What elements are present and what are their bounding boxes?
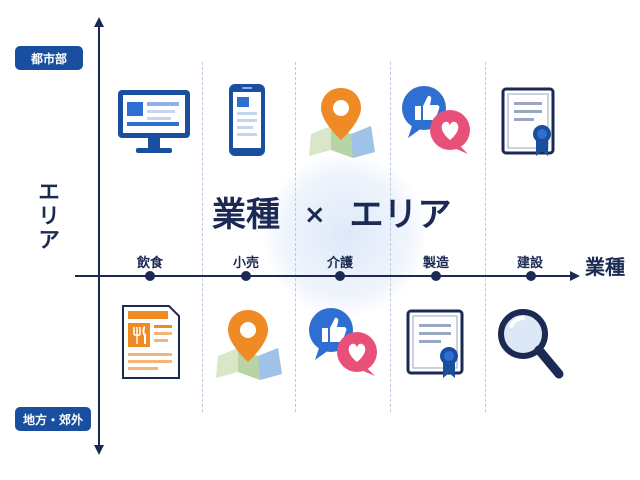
category-dot xyxy=(145,271,155,281)
category-label-seizou: 製造 xyxy=(422,256,449,271)
map-pin-icon xyxy=(309,88,375,158)
title-left: 業種 xyxy=(212,195,280,235)
x-axis-label: 業種 xyxy=(585,255,625,279)
y-top-badge: 都市部 xyxy=(15,46,83,70)
category-label-kouri: 小売 xyxy=(232,256,259,271)
category-label-kaigo: 介護 xyxy=(326,256,353,271)
like-heart-bubbles-icon xyxy=(402,86,470,154)
title-glow xyxy=(265,155,425,315)
column-separator xyxy=(485,62,486,412)
category-dot xyxy=(335,271,345,281)
category-dot xyxy=(431,271,441,281)
diagram-title: 業種 × エリア xyxy=(212,187,451,236)
certificate-icon xyxy=(406,309,464,378)
y-axis-label: エリア xyxy=(34,180,59,252)
certificate-icon xyxy=(501,87,555,156)
y-bottom-badge: 地方・郊外 xyxy=(15,407,91,431)
title-right: エリア xyxy=(349,195,452,235)
magnifier-icon xyxy=(498,309,564,379)
category-dot xyxy=(526,271,536,281)
map-pin-icon xyxy=(216,310,282,380)
desktop-monitor-icon xyxy=(118,90,190,153)
category-dot xyxy=(241,271,251,281)
smartphone-icon xyxy=(229,84,265,156)
column-separator xyxy=(295,62,296,412)
category-label-kensetsu: 建設 xyxy=(516,256,543,271)
title-cross: × xyxy=(303,200,326,230)
column-separator xyxy=(202,62,203,412)
restaurant-menu-icon xyxy=(122,305,180,379)
like-heart-bubbles-icon xyxy=(309,308,377,376)
column-separator xyxy=(390,62,391,412)
category-label-inshoku: 飲食 xyxy=(136,256,163,271)
